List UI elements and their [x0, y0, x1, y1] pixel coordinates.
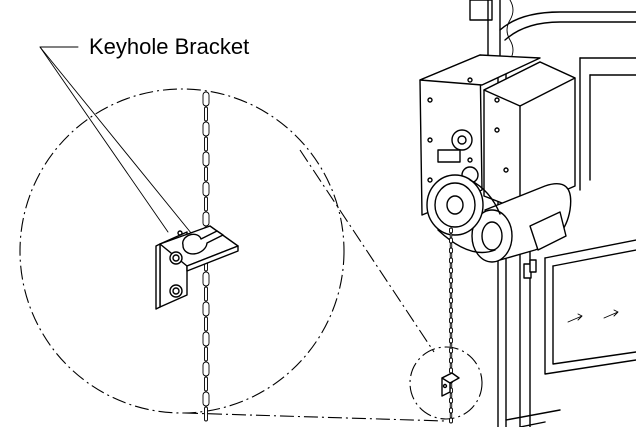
- chain-link: [449, 302, 453, 309]
- chain-link: [449, 247, 453, 254]
- chain-link: [449, 357, 453, 364]
- keyhole-bracket-detail: [155, 225, 239, 310]
- detail-circle: [19, 88, 345, 414]
- chain-link: [449, 397, 453, 404]
- chain-link: [449, 392, 453, 399]
- keyhole-bracket-small: [441, 372, 460, 397]
- chain-link: [204, 316, 208, 332]
- zoom-connector-lines: [183, 149, 446, 422]
- chain-link: [204, 136, 208, 152]
- chain-link: [449, 257, 453, 264]
- chain-link: [449, 237, 453, 244]
- chain-link: [449, 307, 453, 314]
- chain-link: [202, 151, 210, 167]
- chain-link: [449, 262, 453, 269]
- chain-link: [449, 232, 453, 239]
- detail-target-circle: [409, 346, 483, 420]
- chain-link: [449, 407, 453, 414]
- chain-link: [449, 417, 453, 424]
- chain-link: [202, 91, 210, 107]
- chain-link: [204, 286, 208, 302]
- chain-link: [204, 346, 208, 362]
- chain-link: [449, 287, 453, 294]
- chain-link: [204, 166, 208, 182]
- chain-link: [449, 402, 453, 409]
- chain-link: [449, 367, 453, 374]
- chain-link: [202, 121, 210, 137]
- chain-link: [449, 297, 453, 304]
- chain-link: [202, 181, 210, 197]
- chain-link: [449, 277, 453, 284]
- chain-link: [449, 312, 453, 319]
- chain-link: [204, 406, 208, 422]
- chain-link: [449, 362, 453, 369]
- chain-link: [449, 342, 453, 349]
- chain-link: [202, 301, 210, 317]
- chain-link: [202, 271, 210, 287]
- chain-link: [204, 376, 208, 392]
- chain-link: [449, 267, 453, 274]
- chain-link: [449, 282, 453, 289]
- keyhole-bracket-label: Keyhole Bracket: [89, 34, 250, 59]
- chain-link: [449, 317, 453, 324]
- chain-link: [204, 106, 208, 122]
- chain-link: [449, 242, 453, 249]
- chain-link: [449, 347, 453, 354]
- chain-link: [449, 352, 453, 359]
- chain-link: [449, 227, 453, 234]
- chain-link: [449, 292, 453, 299]
- chain-link: [449, 412, 453, 419]
- chain-link: [449, 272, 453, 279]
- chain-link: [202, 331, 210, 347]
- chain-link: [449, 252, 453, 259]
- chain-link: [204, 196, 208, 212]
- chain-link: [202, 391, 210, 407]
- chain: [449, 227, 453, 424]
- chain-link: [449, 327, 453, 334]
- chain-link: [202, 211, 210, 227]
- callout-leaders: [39, 46, 201, 245]
- chain-link: [202, 361, 210, 377]
- chain-link: [449, 332, 453, 339]
- chain-link: [449, 337, 453, 344]
- operator-motor: [419, 0, 576, 263]
- chain-link: [449, 322, 453, 329]
- chain-detail: [202, 91, 210, 422]
